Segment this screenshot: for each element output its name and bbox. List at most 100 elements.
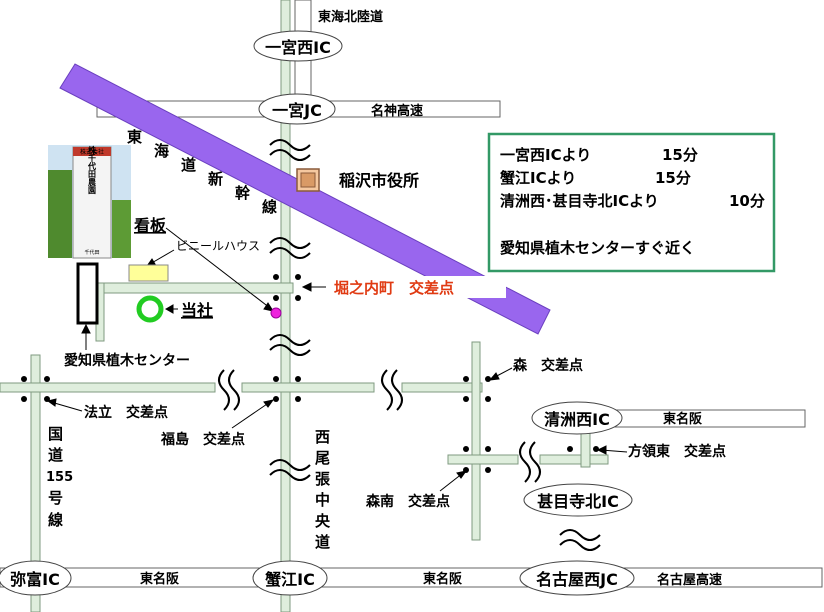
label-tomei-bottom-left: 東名阪 [140,571,180,587]
interchanges: 一宮西IC 一宮JC 清洲西IC 甚目寺北IC 弥富IC 蟹江IC 名古屋西JC [0,30,635,596]
intersection-dot [295,274,301,280]
mori-road [471,341,481,541]
jimokuji-kita-ic: 甚目寺北IC [523,483,633,517]
morinami-road-west [447,454,519,465]
break-mark [269,247,311,259]
inazawa-city-hall: 稲沢市役所 [296,168,419,192]
photo-sign-header [73,147,111,156]
ic-oval [0,560,72,596]
city-hall-label: 稲沢市役所 [339,171,419,190]
kanie-ic: 蟹江IC [252,560,328,596]
break-mark [269,344,311,356]
arrow-head [301,282,312,292]
break-mark [391,369,403,411]
tree-center-label: 愛知県植木センター [64,352,190,369]
break-mark [519,441,531,483]
info-line-2-from: 蟹江ICより [500,169,576,187]
intersection-dot [463,446,469,452]
main-east-west-road-1 [0,382,216,393]
intersection-dot [593,446,599,452]
arrow-horitsu [50,401,83,412]
route155-char: 線 [48,511,63,529]
nishi-owari-char: 尾 [315,449,330,467]
intersection-dot [273,274,279,280]
intersection-dot [485,396,491,402]
leader-lines [46,227,628,492]
main-east-west-road-3 [401,382,483,393]
intersection-dot [21,396,27,402]
intersection-labels: 堀之内町 交差点 森 交差点 法立 交差点 福島 交差点 森南 交差点 方領東 … [84,276,726,510]
arrow-head [456,470,468,479]
photo-sign-small: 千代田 [84,249,99,256]
nishi-owari-chuo-road [280,0,291,612]
yatomi-ic: 弥富IC [0,560,72,596]
route155-char: 号 [48,489,63,507]
horinouchi-road [95,282,294,294]
arrow-head [263,302,275,312]
kanban-label: 看板 [133,216,167,235]
label-tomei-kiyosu: 東名阪 [663,411,703,427]
kiyosu-nishi-ic: 清洲西IC [531,401,623,435]
horinouchi-intersection-label: 堀之内町 交差点 [334,279,454,297]
tokaido-shinkansen [59,63,551,335]
ic-oval [523,483,633,517]
nishi-owari-char: 西 [315,428,330,446]
ic-oval [258,93,336,125]
ic-oval [253,30,343,62]
intersection-dot [485,376,491,382]
city-hall-icon-inner [300,172,316,188]
intersection-dot [273,295,279,301]
nishi-owari-char: 張 [315,470,331,488]
ic-label: 一宮JC [272,101,322,120]
ic-label: 名古屋西JC [536,570,618,589]
info-line-1-time: 15分 [662,146,698,164]
info-box-frame [487,132,776,273]
break-mark [269,149,311,161]
nishi-owari-char: 中 [315,491,330,509]
break-mark [559,539,601,551]
intersection-dot [21,376,27,382]
break-mark [269,237,311,249]
nishi-owari-char: 央 [315,512,331,530]
arrow-head [263,399,275,408]
info-line-3-from: 清洲西･甚目寺北ICより [500,192,659,210]
break-mark [529,441,541,483]
label-meishin: 名神高速 [371,103,423,119]
mori-intersection-label: 森 交差点 [513,357,583,374]
route155-char: 道 [48,446,63,464]
arrow-kanban [165,227,271,309]
break-mark [269,334,311,346]
shinkansen-char-5: 幹 [235,184,251,202]
label-nagoya-kosoku: 名古屋高速 [657,572,722,588]
photo-trees-right [112,200,131,258]
ichinomiya-nishi-ic: 一宮西IC [253,30,343,62]
break-mark [269,459,311,471]
break-mark [269,139,311,151]
arrow-head [488,372,500,381]
main-east-west-road-2 [241,382,375,393]
info-line-1-from: 一宮西ICより [500,146,591,164]
break-mark [228,369,240,411]
route155-char: 国 [48,425,63,443]
info-line-3-time: 10分 [729,192,765,210]
highway-labels: 東海北陸道 名神高速 東名阪 東名阪 東名阪 名古屋高速 [140,9,722,588]
intersection-dot [44,376,50,382]
shinkansen-label: 東 海 道 新 幹 線 [127,128,277,216]
break-mark [218,369,230,411]
ic-oval [519,560,635,596]
ic-label: 蟹江IC [264,570,315,589]
photo-sign-name: 株千代田農園 [87,145,97,195]
intersection-dot [295,396,301,402]
vinyl-house-label: ビニールハウス [176,239,260,253]
ic-label: 甚目寺北IC [537,492,619,511]
morinami-intersection-label: 森南 交差点 [366,493,450,510]
break-mark [559,529,601,541]
arrow-head [46,398,57,407]
company-sign-photo: 株式会社 株千代田農園 千代田 [48,145,131,259]
morinami-road-east [539,454,609,465]
intersection-dot [463,396,469,402]
arrow-head [596,445,607,455]
arrow-head [81,323,91,334]
road-layer [0,0,609,612]
